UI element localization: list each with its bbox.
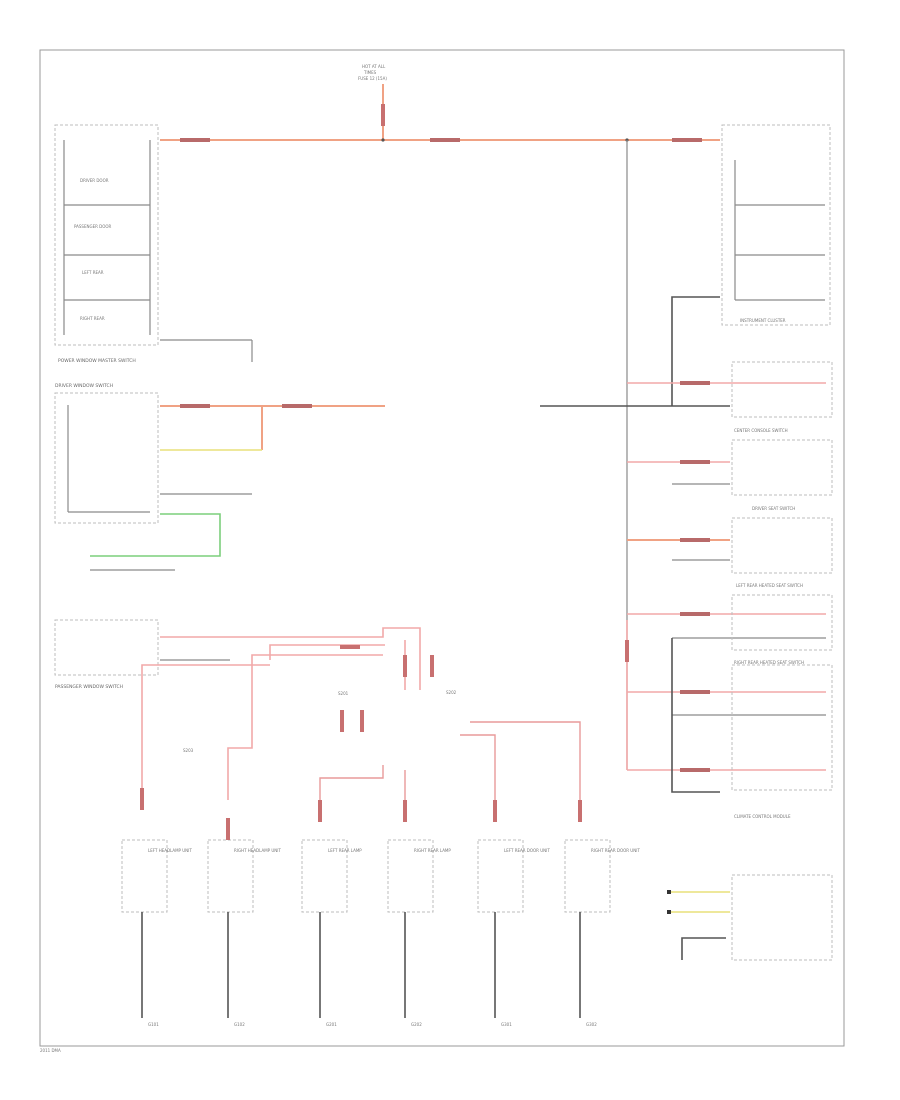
- bottom-unit-label: LEFT REAR DOOR UNIT: [504, 848, 550, 853]
- wire-tag: [180, 138, 210, 142]
- ground-label: G302: [586, 1022, 597, 1027]
- top-source-line-3: FUSE 12 (15A): [358, 76, 387, 81]
- climate-box: [731, 664, 833, 791]
- splice-label: S203: [183, 748, 194, 753]
- inline-connector: [226, 818, 230, 840]
- top-source-line-2: TIMES: [363, 70, 377, 75]
- bottom-unit-connectors: [140, 788, 582, 840]
- left-switch-label: LEFT REAR: [82, 270, 104, 275]
- wire-tag: [680, 381, 710, 385]
- inline-connector: [625, 640, 629, 662]
- ground-label: G101: [148, 1022, 159, 1027]
- wire-tag: [680, 612, 710, 616]
- ground-wire: [681, 937, 726, 960]
- splice-label: S201: [338, 691, 349, 696]
- right-module-label: RIGHT REAR HEATED SEAT SWITCH: [734, 660, 804, 665]
- wire-tag: [680, 768, 710, 772]
- wire-tag: [680, 690, 710, 694]
- bottom-unit-box: [564, 839, 611, 913]
- bottom-right-connector-block: [667, 874, 833, 961]
- instrument-cluster-module: INSTRUMENT CLUSTER: [721, 124, 831, 326]
- distribution-wire: [319, 765, 384, 800]
- distribution-wire: [141, 664, 270, 800]
- ground-label: G201: [326, 1022, 337, 1027]
- distribution-wire: [269, 644, 385, 660]
- bottom-unit-box: [387, 839, 434, 913]
- ground-label: G102: [234, 1022, 245, 1027]
- green-signal-wire: [90, 513, 221, 557]
- inline-connector: [360, 710, 364, 732]
- bottom-unit-box: [121, 839, 168, 913]
- bottom-unit-box: [207, 839, 254, 913]
- bottom-unit-label: LEFT REAR LAMP: [328, 848, 362, 853]
- bottom-right-box: [731, 874, 833, 961]
- instrument-cluster-label: INSTRUMENT CLUSTER: [740, 318, 786, 323]
- wire-tag: [680, 460, 710, 464]
- bottom-unit-box: [477, 839, 524, 913]
- console-switch-box: [731, 361, 833, 418]
- inline-connector: [140, 788, 144, 810]
- distribution-wire: [470, 721, 581, 800]
- right-rear-seat-box: [731, 594, 833, 651]
- left-switch-label: DRIVER DOOR: [80, 178, 109, 183]
- inline-connector: [578, 800, 582, 822]
- inline-connector: [493, 800, 497, 822]
- left-module-label: POWER WINDOW MASTER SWITCH: [58, 358, 136, 364]
- bottom-units: LEFT HEADLAMP UNIT RIGHT HEADLAMP UNIT L…: [121, 839, 640, 913]
- bottom-unit-label: LEFT HEADLAMP UNIT: [148, 848, 192, 853]
- wire-tag: [282, 404, 312, 408]
- right-module-label: LEFT REAR HEATED SEAT SWITCH: [736, 583, 803, 588]
- inline-connector: [318, 800, 322, 822]
- left-switch-label: RIGHT REAR: [80, 316, 105, 321]
- distribution-wire: [460, 734, 496, 800]
- inline-connector: [403, 800, 407, 822]
- top-source-label: HOT AT ALL TIMES FUSE 12 (15A): [358, 64, 387, 81]
- corner-tag: 2011 DMA: [40, 1048, 61, 1053]
- left-master-switch-module: DRIVER DOOR PASSENGER DOOR LEFT REAR RIG…: [54, 124, 159, 364]
- inline-connector: [340, 710, 344, 732]
- driver-seat-box: [731, 439, 833, 496]
- left-switch-label: PASSENGER DOOR: [74, 224, 112, 229]
- bottom-ground-labels: G101 G102 G201 G202 G301 G302: [148, 1022, 597, 1027]
- bottom-unit-box: [301, 839, 348, 913]
- bottom-unit-label: RIGHT REAR LAMP: [414, 848, 451, 853]
- wire-tag: [180, 404, 210, 408]
- fuse-connector: [381, 104, 385, 126]
- splice-label: S202: [446, 690, 457, 695]
- bottom-ground-leads: [141, 912, 581, 1018]
- climate-ground-wire: [671, 638, 720, 793]
- passenger-window-feed: [160, 627, 421, 690]
- splice-dot: [381, 138, 385, 142]
- bottom-unit-label: RIGHT REAR DOOR UNIT: [591, 848, 640, 853]
- right-module-label: CLIMATE CONTROL MODULE: [734, 814, 791, 819]
- left-rear-seat-box: [731, 517, 833, 574]
- passenger-window-switch-module: PASSENGER WINDOW SWITCH: [54, 619, 159, 690]
- distribution-wire: [227, 654, 383, 800]
- ground-label: G202: [411, 1022, 422, 1027]
- wire-tag: [680, 538, 710, 542]
- cluster-ground-wire: [671, 296, 720, 406]
- wire-end: [667, 890, 671, 894]
- wire-tag: [672, 138, 702, 142]
- driver-window-label: DRIVER WINDOW SWITCH: [55, 383, 113, 389]
- right-module-label: DRIVER SEAT SWITCH: [752, 506, 795, 511]
- bottom-unit-label: RIGHT HEADLAMP UNIT: [234, 848, 281, 853]
- wire-tag: [340, 645, 360, 649]
- diagram-frame: [39, 49, 845, 1047]
- ground-label: G301: [501, 1022, 512, 1027]
- inline-connector: [430, 655, 434, 677]
- wire-tag: [430, 138, 460, 142]
- inline-connector: [403, 655, 407, 677]
- passenger-window-label: PASSENGER WINDOW SWITCH: [55, 684, 123, 690]
- driver-window-switch-module: DRIVER WINDOW SWITCH: [54, 383, 159, 524]
- top-source-line-1: HOT AT ALL: [362, 64, 386, 69]
- right-module-label: CENTER CONSOLE SWITCH: [734, 428, 788, 433]
- wire-end: [667, 910, 671, 914]
